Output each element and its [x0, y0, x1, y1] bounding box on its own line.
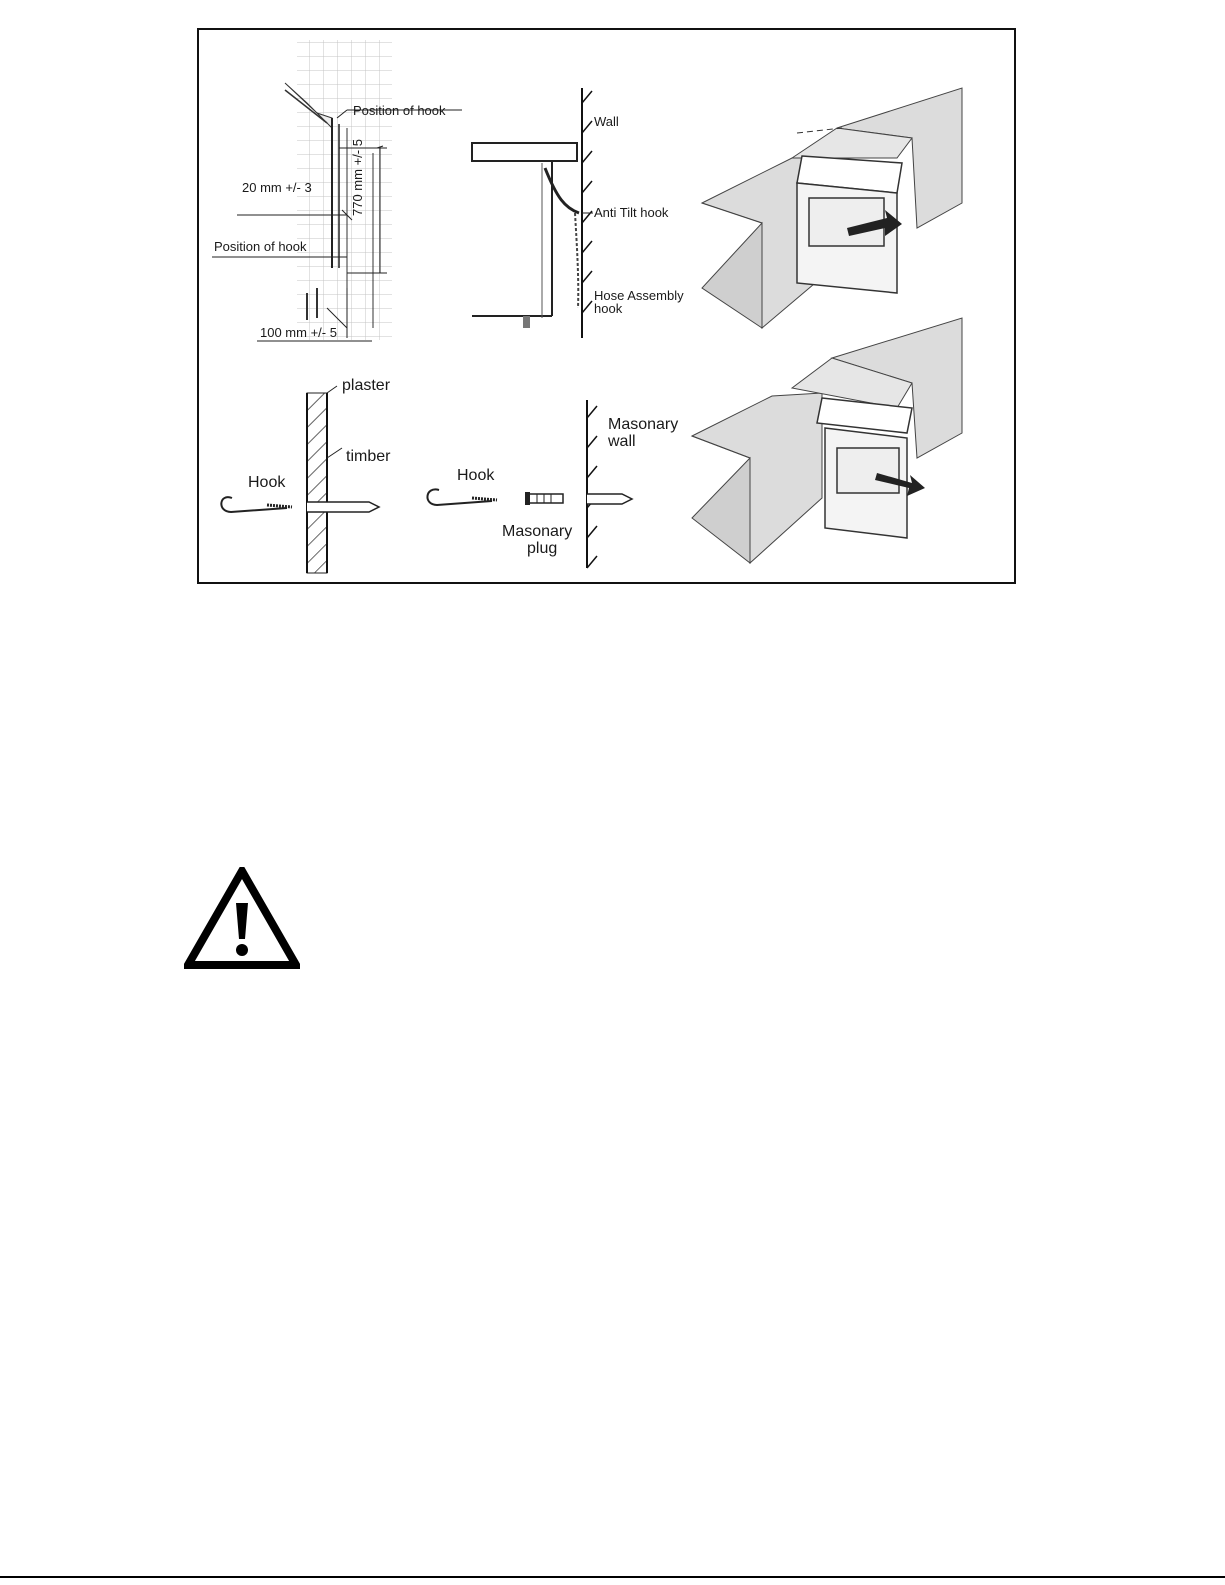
label-100mm: 100 mm +/- 5 — [260, 326, 337, 339]
label-masonary-wall-2: wall — [608, 434, 636, 450]
label-770mm: 770 mm +/- 5 — [351, 139, 364, 216]
label-wall: Wall — [594, 115, 619, 128]
label-hose-assembly-hook: hook — [594, 302, 622, 315]
label-timber: timber — [346, 449, 390, 465]
label-hook-b: Hook — [457, 468, 494, 484]
page-bottom-rule — [0, 1576, 1225, 1578]
label-hook-a: Hook — [248, 475, 285, 491]
installation-figure: Position of hook 20 mm +/- 3 Position of… — [197, 28, 1017, 585]
label-plaster: plaster — [342, 378, 390, 394]
warning-triangle-icon — [184, 867, 300, 969]
label-position-of-hook-side: Position of hook — [214, 240, 307, 253]
label-position-of-hook-top: Position of hook — [353, 104, 446, 117]
label-masonary-plug-2: plug — [527, 541, 557, 557]
label-masonary-plug: Masonary — [502, 524, 572, 540]
label-anti-tilt-hook: Anti Tilt hook — [594, 206, 668, 219]
label-masonary-wall: Masonary — [608, 417, 678, 433]
label-20mm: 20 mm +/- 3 — [242, 181, 312, 194]
